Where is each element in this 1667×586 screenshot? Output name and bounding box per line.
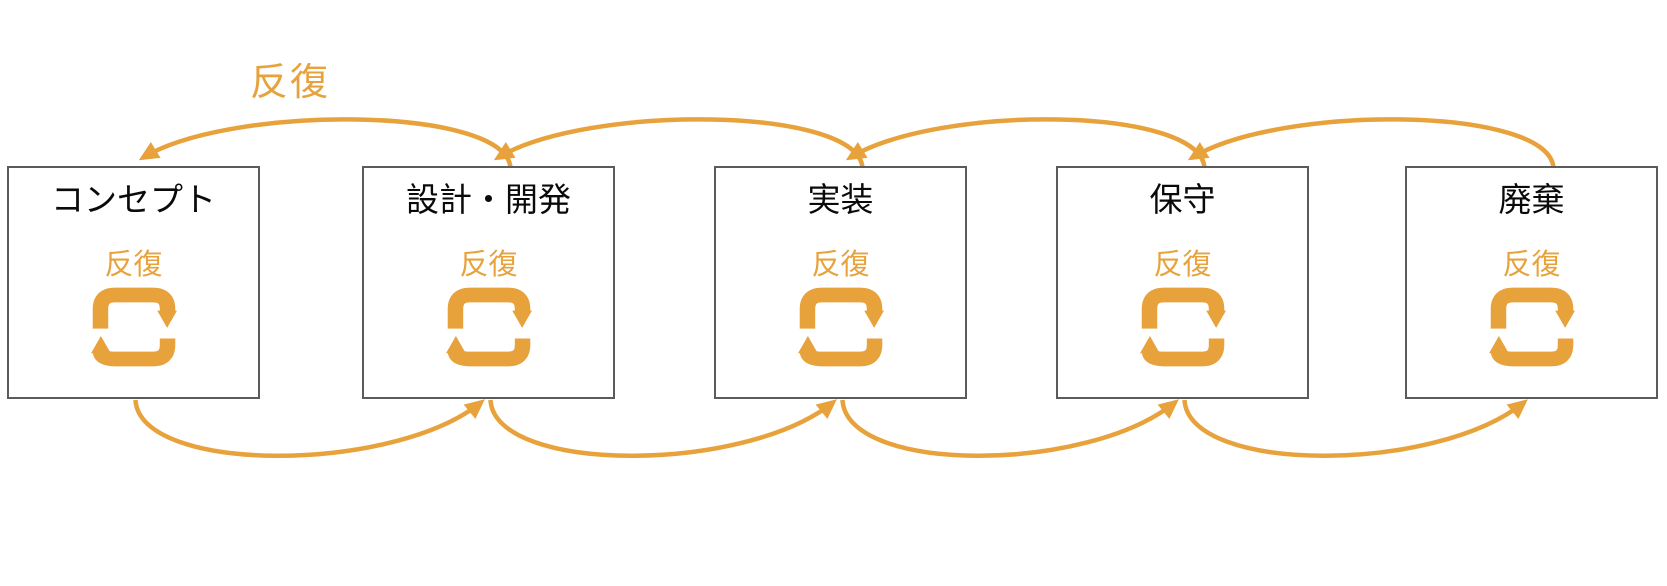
stage-box-disposal: 廃棄 反復 (1405, 166, 1658, 399)
stage-title: コンセプト (51, 181, 216, 218)
iteration-label: 反復 (104, 249, 163, 281)
stage-title: 設計・開発 (406, 181, 571, 218)
cycle-arrows-icon (1488, 287, 1575, 367)
top-iteration-label: 反復 (250, 62, 331, 104)
top-backward-arrow-1 (138, 117, 513, 169)
iteration-label: 反復 (1502, 249, 1561, 281)
iteration-label: 反復 (459, 249, 518, 281)
bottom-forward-arrow-2 (488, 399, 837, 458)
stage-box-design-development: 設計・開発 反復 (362, 166, 615, 399)
bottom-forward-arrow-3 (840, 399, 1179, 458)
cycle-arrows-icon (445, 287, 532, 367)
stage-box-concept: コンセプト 反復 (7, 166, 260, 399)
iteration-label: 反復 (1153, 249, 1212, 281)
stage-box-implementation: 実装 反復 (714, 166, 967, 399)
bottom-forward-arrow-1 (133, 399, 485, 458)
cycle-arrows-icon (1139, 287, 1226, 367)
bottom-forward-arrow-4 (1182, 399, 1528, 458)
cycle-arrows-icon (90, 287, 177, 367)
top-backward-arrow-3 (845, 117, 1207, 169)
stage-box-maintenance: 保守 反復 (1056, 166, 1309, 399)
iteration-label: 反復 (811, 249, 870, 281)
cycle-arrows-icon (797, 287, 884, 367)
top-backward-arrow-2 (493, 117, 865, 169)
stage-title: 実装 (807, 181, 874, 218)
stage-title: 保守 (1149, 181, 1216, 218)
top-backward-arrow-4 (1187, 117, 1556, 169)
stage-title: 廃棄 (1498, 181, 1565, 218)
